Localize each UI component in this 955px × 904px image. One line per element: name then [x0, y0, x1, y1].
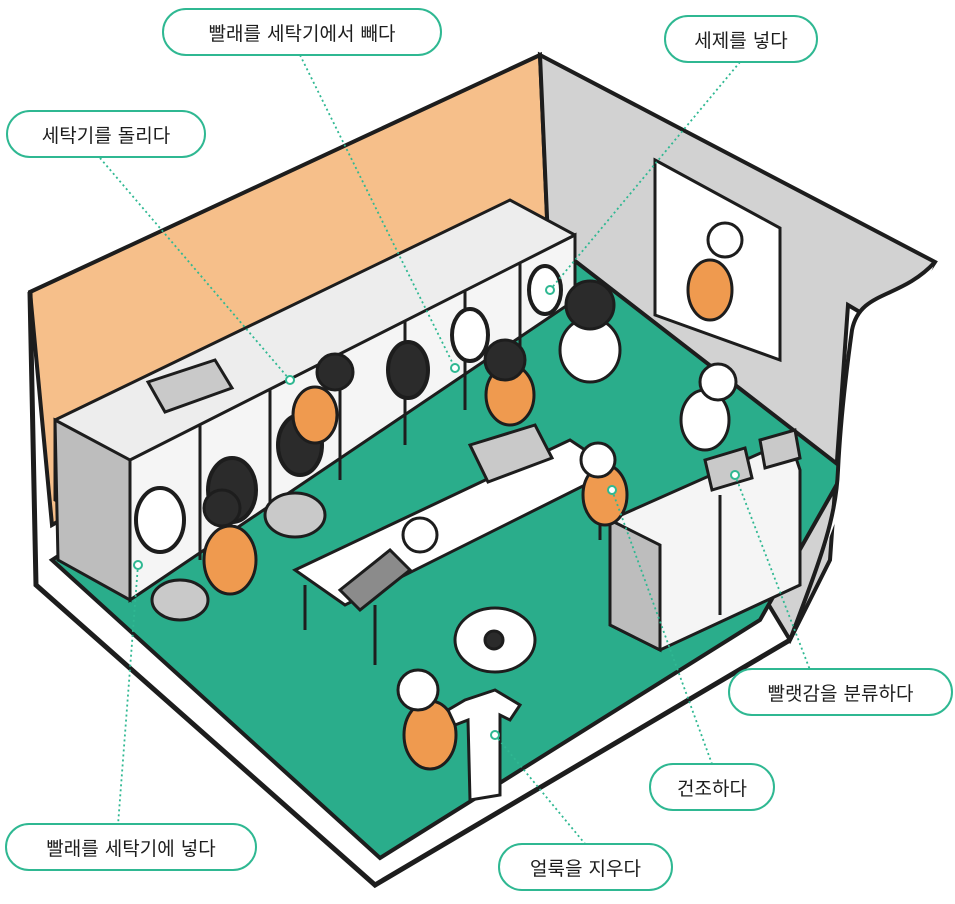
label-add-detergent: 세제를 넣다: [664, 15, 818, 63]
doorway: [653, 157, 782, 363]
label-sort-laundry: 빨랫감을 분류하다: [728, 668, 953, 716]
wall-cut-edge: [788, 260, 937, 641]
dryer-units: [608, 437, 802, 653]
room-outer-edge: [27, 291, 792, 889]
label-take-out-laundry: 빨래를 세탁기에서 빼다: [162, 8, 442, 56]
leader-lines: [99, 54, 811, 846]
label-dry: 건조하다: [649, 763, 775, 811]
leader-anchor-dots: [133, 285, 740, 740]
label-remove-stain: 얼룩을 지우다: [498, 843, 673, 891]
stained-shirt: [446, 606, 537, 802]
label-run-washer: 세탁기를 돌리다: [6, 110, 206, 158]
label-put-in-laundry: 빨래를 세탁기에 넣다: [5, 823, 257, 871]
laundry-baskets: [145, 358, 802, 622]
people: [202, 221, 744, 771]
